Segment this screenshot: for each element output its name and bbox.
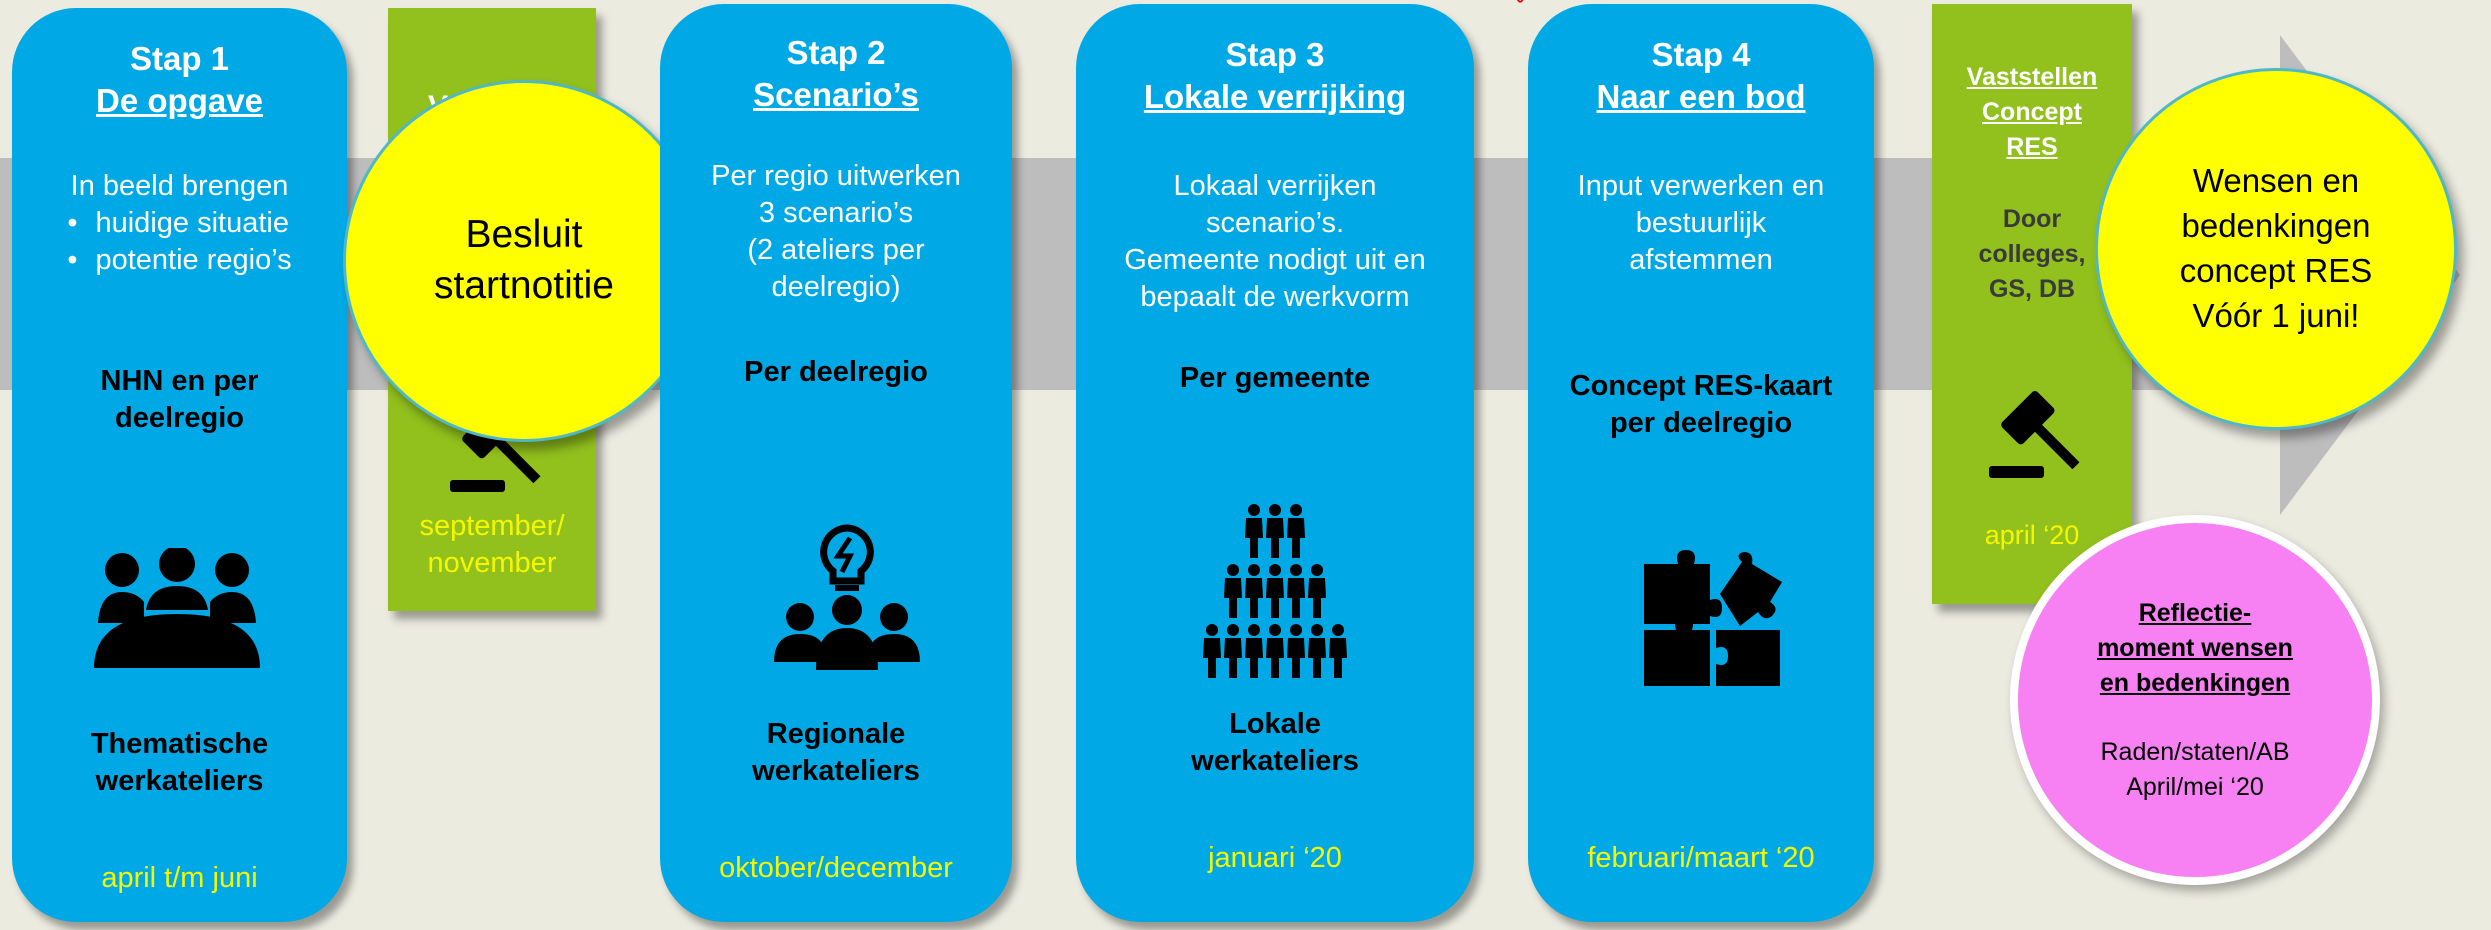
step1-label: Stap 1: [129, 40, 230, 77]
step1-bullets: huidige situatie potentie regio’s: [67, 205, 291, 279]
decision2-circle: Wensen en bedenkingen concept RES Vóór 1…: [2095, 68, 2457, 430]
step4-name: Naar een bod: [1596, 78, 1806, 116]
puzzle-icon: [1644, 550, 1782, 686]
decision2-by-line: colleges,: [1978, 240, 2086, 268]
people-pyramid-icon: [1203, 504, 1347, 678]
decision2-card: Vaststellen Concept RES Door colleges, G…: [1932, 4, 2132, 604]
step1-activity: Thematische werkateliers: [12, 726, 347, 800]
meeting-group-icon: [94, 548, 260, 668]
step3-activity-line: Lokale: [1229, 708, 1321, 740]
red-mark: ˇ: [1516, 0, 1525, 24]
step4-card: Stap 4 Naar een bod Input verwerken en b…: [1528, 4, 1874, 922]
step3-name: Lokale verrijking: [1143, 78, 1407, 116]
step3-desc-line: Lokaal verrijken: [1173, 170, 1377, 202]
decision1-date: september/ november: [388, 508, 596, 582]
step2-desc-line: Per regio uitwerken: [711, 160, 961, 192]
step2-desc-line: 3 scenario’s: [758, 197, 914, 230]
decision1-circle-line: startnotitie: [434, 264, 614, 307]
reflection-title-line: en bedenkingen: [2099, 668, 2291, 697]
step1-title: Stap 1 De opgave: [12, 38, 347, 122]
decision1-date-line: november: [427, 547, 557, 580]
step2-card: Stap 2 Scenario’s Per regio uitwerken 3 …: [660, 4, 1012, 922]
decision2-by-line: Door: [2002, 205, 2062, 233]
decision2-circle-line: bedenkingen: [2181, 207, 2371, 245]
step1-bullet: huidige situatie: [67, 205, 291, 242]
step2-activity: Regionale werkateliers: [660, 716, 1012, 790]
step1-bullet: potentie regio’s: [67, 242, 291, 279]
reflection-body-line: Raden/staten/AB: [2100, 737, 2290, 766]
decision2-by: Door colleges, GS, DB: [1932, 202, 2132, 307]
step2-label: Stap 2: [786, 34, 886, 71]
step3-description: Lokaal verrijken scenario’s. Gemeente no…: [1076, 168, 1474, 316]
step2-scope: Per deelregio: [744, 356, 928, 388]
step3-desc-line: scenario’s.: [1205, 207, 1345, 240]
step2-description: Per regio uitwerken 3 scenario’s (2 atel…: [660, 158, 1012, 306]
step4-title: Stap 4 Naar een bod: [1528, 34, 1874, 118]
decision1-circle-line: Besluit: [465, 213, 583, 257]
step1-scope-line: deelregio: [115, 402, 244, 435]
step4-desc-line: bestuurlijk: [1635, 207, 1767, 240]
decision2-title: Vaststellen Concept RES: [1932, 60, 2132, 165]
step3-desc-line: Gemeente nodigt uit en: [1124, 244, 1426, 277]
step4-desc-line: Input verwerken en: [1577, 170, 1825, 202]
step4-label: Stap 4: [1651, 36, 1751, 73]
decision2-title-line: Concept: [1982, 98, 2082, 126]
step3-desc-line: bepaalt de werkvorm: [1140, 281, 1410, 314]
step3-date: januari ‘20: [1208, 842, 1342, 874]
step2-title: Stap 2 Scenario’s: [660, 32, 1012, 116]
step3-scope: Per gemeente: [1179, 362, 1371, 394]
decision2-title-line: RES: [2006, 133, 2058, 161]
reflection-body: Raden/staten/AB April/mei ‘20: [2097, 735, 2293, 805]
step4-scope-line: per deelregio: [1609, 407, 1793, 440]
step1-date: april t/m juni: [101, 862, 258, 894]
step4-date: februari/maart ‘20: [1587, 842, 1815, 874]
step1-card: Stap 1 De opgave In beeld brengen huidig…: [12, 8, 347, 922]
step4-description: Input verwerken en bestuurlijk afstemmen: [1528, 168, 1874, 279]
step1-activity-line: Thematische: [90, 728, 269, 760]
decision1-circle: Besluit startnotitie: [343, 80, 705, 442]
reflection-title-line: Reflectie-: [2138, 598, 2252, 627]
step2-desc-line: (2 ateliers per: [747, 234, 925, 267]
decision2-by-line: GS, DB: [1988, 275, 2076, 303]
decision2-date: april ‘20: [1984, 520, 2080, 550]
step3-label: Stap 3: [1225, 36, 1325, 73]
reflection-body-line: April/mei ‘20: [2126, 772, 2264, 801]
decision2-title-line: Vaststellen: [1966, 63, 2098, 91]
step4-scope: Concept RES-kaart per deelregio: [1528, 368, 1874, 442]
step3-activity-line: werkateliers: [1191, 745, 1359, 778]
step1-description: In beeld brengen huidige situatie potent…: [12, 168, 347, 279]
decision1-date-line: september/: [419, 510, 565, 542]
step3-card: Stap 3 Lokale verrijking Lokaal verrijke…: [1076, 4, 1474, 922]
reflection-title: Reflectie- moment wensen en bedenkingen: [2097, 596, 2293, 701]
step1-intro: In beeld brengen: [70, 170, 289, 202]
step3-activity: Lokale werkateliers: [1076, 706, 1474, 780]
step3-title: Stap 3 Lokale verrijking: [1076, 34, 1474, 118]
step2-date: oktober/december: [719, 852, 953, 884]
decision2-circle-line: concept RES: [2179, 252, 2373, 289]
step2-name: Scenario’s: [753, 76, 919, 114]
gavel-icon: [1989, 391, 2080, 478]
step1-scope: NHN en per deelregio: [12, 363, 347, 437]
step2-desc-line: deelregio): [771, 271, 901, 304]
step4-desc-line: afstemmen: [1629, 244, 1773, 277]
decision2-circle-line: Vóór 1 juni!: [2192, 296, 2360, 334]
team-idea-icon: [774, 524, 920, 670]
step1-activity-line: werkateliers: [95, 765, 264, 798]
step2-activity-line: Regionale: [766, 718, 906, 750]
step2-activity-line: werkateliers: [752, 755, 920, 788]
step4-scope-line: Concept RES-kaart: [1569, 370, 1833, 402]
decision2-circle-line: Wensen en: [2192, 162, 2360, 200]
reflection-circle: Reflectie- moment wensen en bedenkingen …: [2010, 515, 2380, 885]
step1-scope-line: NHN en per: [100, 365, 259, 397]
step1-name: De opgave: [96, 82, 263, 120]
reflection-title-line: moment wensen: [2097, 633, 2293, 662]
